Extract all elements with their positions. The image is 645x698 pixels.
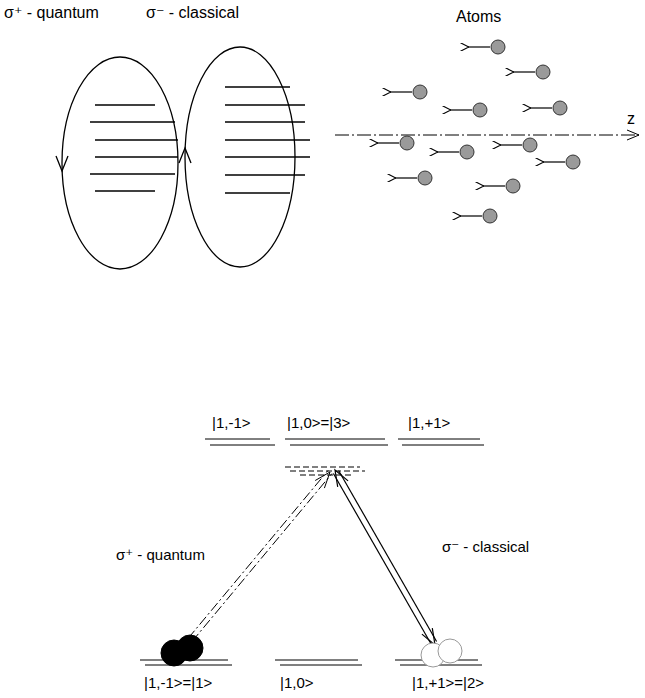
atom: [530, 101, 567, 115]
axis-label: z: [627, 110, 635, 128]
quantum-field: [56, 57, 178, 269]
atom: [513, 65, 550, 79]
state-label: |1,-1>: [212, 414, 251, 431]
state-label: |1,0>: [280, 674, 314, 691]
transition-label: σ⁻ - classical: [442, 538, 529, 555]
transition-label: σ⁺ - quantum: [116, 546, 205, 563]
quantum-transition: [188, 470, 332, 641]
excited-levels: [205, 439, 484, 445]
state-label: |1,-1>=|1>: [144, 674, 212, 691]
atom: [450, 103, 487, 117]
atom: [500, 138, 537, 152]
z-axis: [335, 130, 639, 140]
polarization-label: σ⁺ - quantum: [4, 4, 99, 22]
populated-state: [161, 635, 203, 666]
atom: [483, 179, 520, 193]
state-label: |1,+1>: [408, 414, 450, 431]
polarization-label: σ⁻ - classical: [146, 4, 239, 22]
state-label: |1,+1>=|2>: [412, 674, 484, 691]
quantum-arrowhead: [315, 472, 330, 488]
atoms-label: Atoms: [456, 8, 501, 26]
virtual-level: [285, 467, 365, 475]
atom: [460, 209, 497, 223]
atom: [468, 40, 505, 54]
atoms: [377, 40, 580, 223]
empty-state: [421, 639, 462, 667]
classical-transition: [333, 470, 436, 645]
atom: [390, 85, 427, 99]
atom: [377, 136, 414, 150]
classical-field: [179, 47, 310, 267]
atom: [395, 171, 432, 185]
atom: [543, 155, 580, 169]
state-label: |1,0>=|3>: [287, 414, 350, 431]
atom: [437, 145, 474, 159]
